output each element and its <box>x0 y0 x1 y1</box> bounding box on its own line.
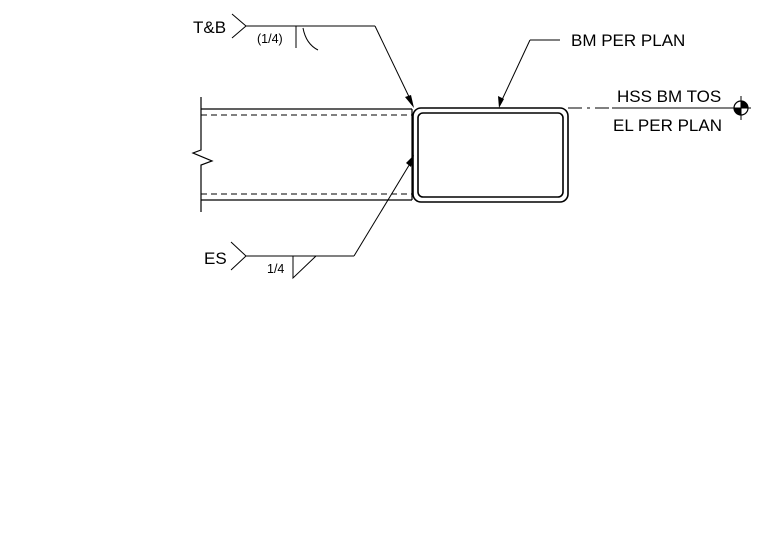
weld-tail-top <box>231 13 247 39</box>
hss-outer-wall <box>412 107 569 203</box>
elevation-label-bottom: EL PER PLAN <box>613 116 722 135</box>
weld-top-side-label: T&B <box>193 18 226 37</box>
arrowhead-bottom-weld <box>406 155 414 167</box>
weld-flare-groove-symbol <box>302 27 319 51</box>
wide-flange-beam <box>191 97 413 212</box>
arrowhead-beam-callout <box>498 96 504 108</box>
elevation-target-icon <box>731 96 751 120</box>
break-line-symbol <box>191 97 214 212</box>
hss-inner-wall <box>417 112 564 198</box>
hss-beam-section <box>412 107 569 203</box>
beam-callout-slant <box>500 39 531 103</box>
weld-bottom-side-label: ES <box>204 249 227 268</box>
beam-callout-label: BM PER PLAN <box>571 31 685 50</box>
weld-symbol-top <box>231 13 413 104</box>
beam-callout-leader <box>500 39 560 103</box>
weld-symbol-bottom <box>230 161 412 280</box>
weld-top-size-label: (1/4) <box>257 32 283 46</box>
weld-tail-bottom <box>230 241 247 271</box>
fillet-weld-symbol <box>292 255 317 280</box>
weld-leader-bottom <box>353 161 412 257</box>
elevation-label-top: HSS BM TOS <box>617 87 721 106</box>
weld-bottom-size-label: 1/4 <box>267 262 284 276</box>
weld-leader-top <box>374 25 413 104</box>
arrowhead-top-weld <box>405 95 414 108</box>
